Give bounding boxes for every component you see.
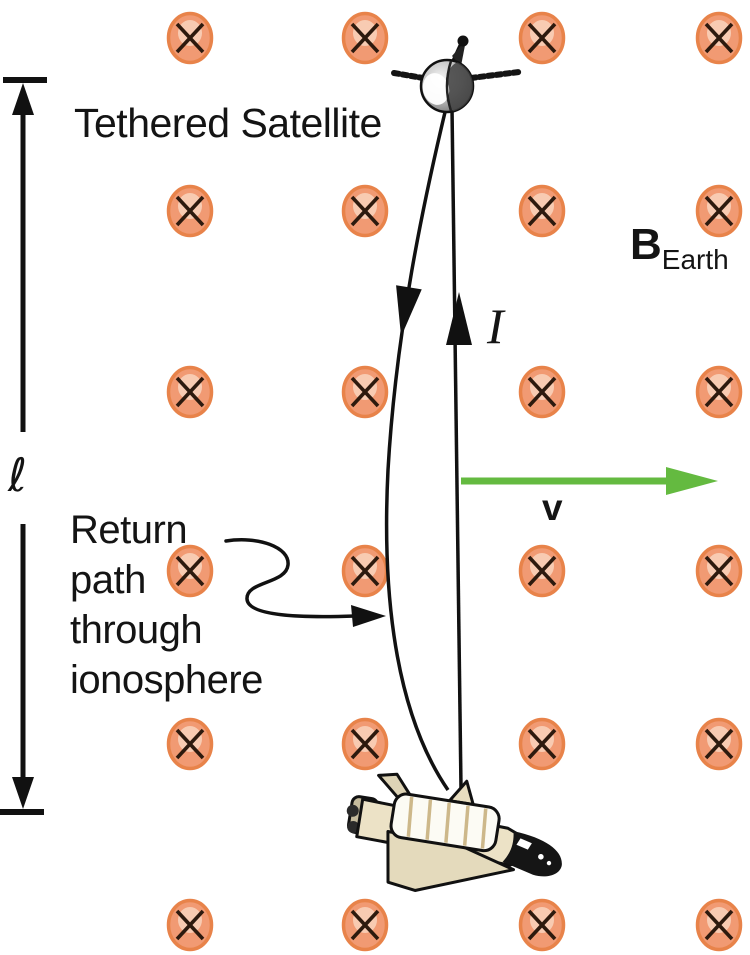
field-into-page-icon [518,544,566,598]
shuttle-nose-dot [546,860,552,866]
return-path-curve [384,107,450,791]
velocity-arrowhead [666,467,718,495]
satellite-antenna-left [391,70,426,81]
return-path-label: Return path through ionosphere [70,505,263,705]
field-into-page-icon [341,544,389,598]
field-into-page-icon [695,544,743,598]
field-into-page-icon [695,11,743,65]
field-into-page-icon [341,365,389,419]
length-dimension [0,77,47,815]
velocity-label: v [542,487,563,528]
shuttle-illustration [346,772,562,892]
dimension-up-arrowhead [12,83,34,115]
field-into-page-icon [166,898,214,952]
satellite-illustration [391,35,522,114]
b-field-subscript: Earth [661,244,729,275]
current-label: I [487,298,504,354]
field-into-page-icon [518,184,566,238]
satellite-seam [445,60,453,112]
field-into-page-icon [166,11,214,65]
return-path-line-4: ionosphere [70,658,263,702]
satellite-highlight [422,73,450,105]
pointer-arrowhead [351,605,386,627]
shuttle-nozzle [346,804,359,817]
return-path-line-2: path [70,558,146,602]
field-into-page-icon [341,898,389,952]
satellite-antenna-right [468,69,522,81]
field-into-page-icon [518,365,566,419]
current-up-arrowhead [446,292,472,345]
return-path-line-3: through [70,608,203,652]
field-into-page-icon [166,184,214,238]
shuttle-cargo-ribs [406,796,488,849]
field-into-page-icon [166,365,214,419]
dimension-down-arrowhead [12,777,34,809]
shuttle-nozzle [347,821,360,834]
satellite-antenna-tip [457,35,469,47]
field-into-page-icon [518,898,566,952]
tethered-satellite-label: Tethered Satellite [74,100,382,146]
tether-current-line [446,107,472,789]
field-into-page-icon [166,717,214,771]
pointer-squiggle [224,538,357,619]
satellite-top-fin [452,40,466,66]
field-into-page-icon [518,717,566,771]
return-path-pointer-arrow [224,538,386,627]
return-path-line [384,107,450,791]
return-path-line-1: Return [70,508,188,552]
shuttle-cargo-bay [389,792,501,853]
field-into-page-icon [518,11,566,65]
field-into-page-icon [341,11,389,65]
satellite-shadow [445,62,473,112]
field-into-page-icon [341,717,389,771]
velocity-arrow [461,467,718,495]
field-into-page-icon [695,717,743,771]
field-into-page-icon [695,365,743,419]
return-down-arrowhead [396,285,422,337]
field-into-page-icon [695,898,743,952]
b-field-symbol: B [630,220,662,269]
shuttle-nose [502,831,562,877]
shuttle-windshield [516,838,532,850]
shuttle-nose-dot [538,853,544,860]
tether-line [450,107,463,789]
length-label: ℓ [8,448,28,502]
b-earth-label: BEarth [630,220,729,276]
field-into-page-icon [341,184,389,238]
